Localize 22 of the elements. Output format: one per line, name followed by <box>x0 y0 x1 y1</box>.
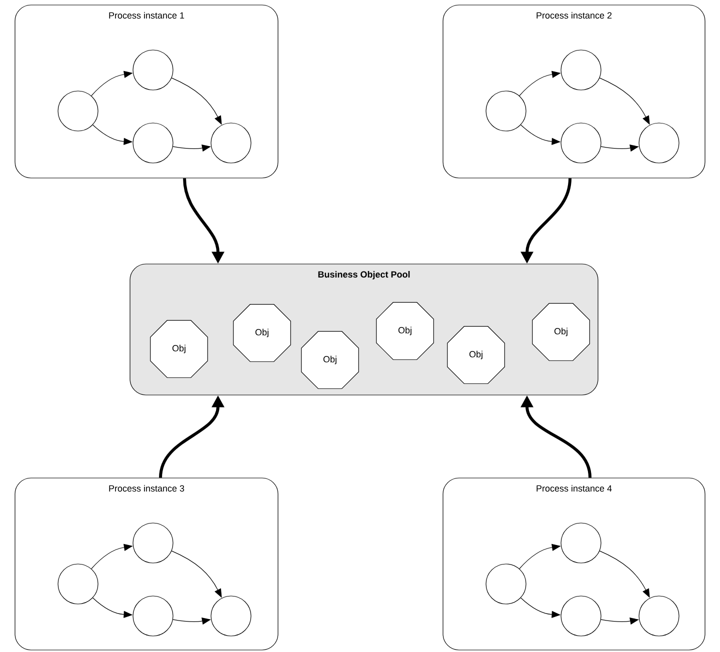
object-octagon: Obj <box>447 326 505 384</box>
state-circle <box>132 596 174 636</box>
state-circle <box>560 522 602 564</box>
state-circle <box>58 90 98 132</box>
state-circle <box>486 90 526 132</box>
state-circle <box>132 122 174 164</box>
object-octagon: Obj <box>376 302 434 360</box>
state-circle <box>560 50 602 90</box>
state-circle <box>132 50 174 90</box>
state-circle <box>210 122 252 164</box>
state-circle <box>132 522 174 564</box>
state-circle <box>486 564 526 604</box>
state-circle <box>210 596 252 636</box>
object-octagon: Obj <box>233 304 291 362</box>
state-circle <box>638 122 680 164</box>
object-octagon: Obj <box>301 331 359 389</box>
state-circle <box>638 596 680 636</box>
state-circle <box>560 596 602 636</box>
state-circle <box>58 564 98 604</box>
state-circle <box>560 122 602 164</box>
object-octagon: Obj <box>532 303 590 361</box>
object-octagon: Obj <box>150 320 208 378</box>
